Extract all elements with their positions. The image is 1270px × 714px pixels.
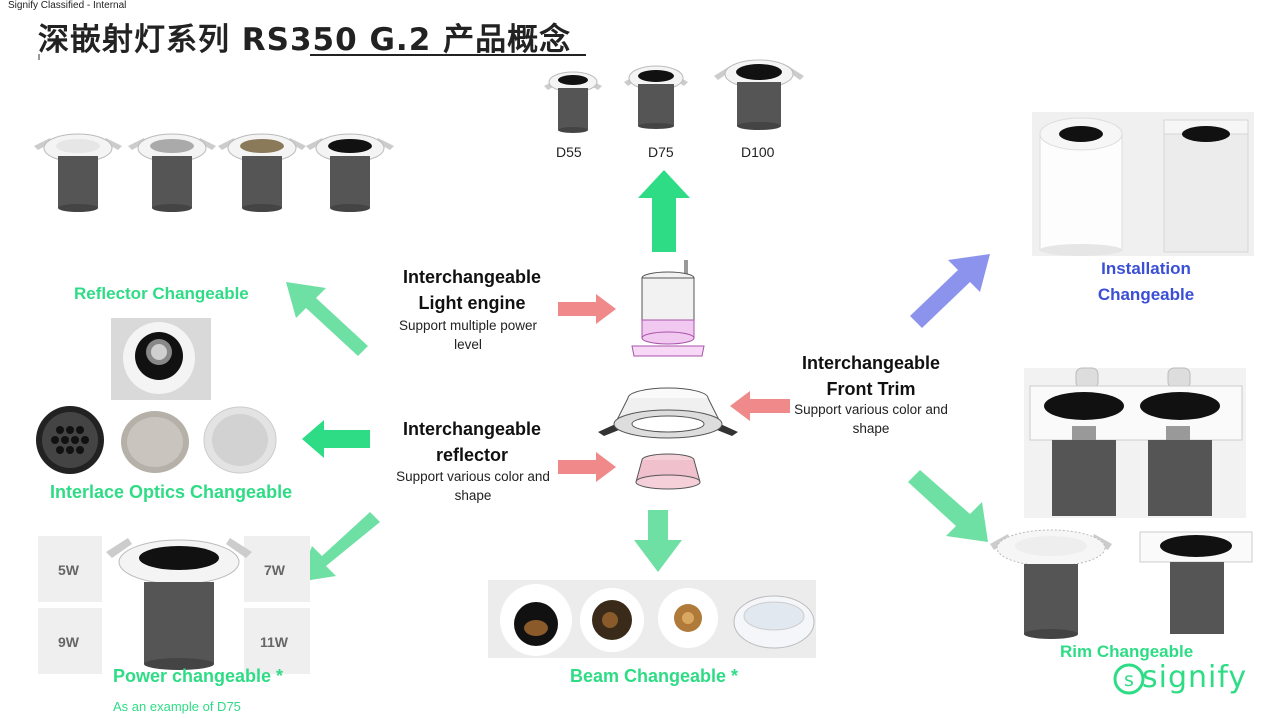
light-engine-desc-line1: Support multiple power: [398, 318, 538, 333]
arrow-up-icon: [638, 170, 690, 252]
front-trim-title-line2: Front Trim: [826, 379, 916, 399]
installation-panel: [1032, 112, 1254, 256]
watt-label-9w: 9W: [58, 634, 79, 650]
reflector-variant-images: [34, 133, 394, 212]
optic-honeycomb-disc: [36, 406, 104, 474]
reflector-variant-gold: [218, 133, 306, 212]
reflector-variant-black: [306, 133, 394, 212]
reflector-description: Support various color and shape: [386, 467, 560, 505]
power-cell-7w: 7W: [244, 536, 310, 602]
title-tick: [38, 54, 40, 60]
power-cell-9w: 9W: [38, 608, 102, 674]
signify-logo-text: signify: [1142, 660, 1248, 695]
classification-label: Signify Classified - Internal: [8, 0, 127, 11]
rim-variant-images: [990, 529, 1253, 639]
watt-label-7w: 7W: [264, 562, 285, 578]
arrow-left-front-trim-icon: [730, 391, 790, 421]
beam-variant-2: [580, 588, 644, 652]
arrow-left-icon: [302, 420, 370, 458]
arrow-up-right-icon: [910, 254, 990, 328]
surface-square-image: [1163, 119, 1249, 253]
interlace-optics-label: Interlace Optics Changeable: [50, 482, 293, 502]
reflector-desc-line2: shape: [454, 488, 492, 503]
downlight-d75-image: [624, 65, 688, 129]
reflector-title: Interchangeable reflector: [382, 416, 562, 468]
reflector-variant-silver: [128, 133, 216, 212]
front-trim-image: [598, 387, 738, 439]
watt-label-5w: 5W: [58, 562, 79, 578]
title-underline: [310, 54, 586, 56]
reflector-closeup-image: [123, 322, 195, 394]
signify-logo-mark: s: [1113, 663, 1145, 695]
power-cell-11w: 11W: [244, 608, 310, 674]
front-trim-desc-line2: shape: [852, 421, 890, 436]
size-label-d55: D55: [556, 144, 582, 160]
rim-changeable-label: Rim Changeable: [1060, 642, 1194, 661]
optic-prismatic-disc: [203, 406, 277, 474]
beam-panel: [488, 580, 816, 658]
svg-text:s: s: [1124, 669, 1134, 691]
installation-label-line2: Changeable: [1097, 285, 1195, 304]
front-trim-title-line1: Interchangeable: [801, 353, 941, 373]
reflector-closeup-panel: [111, 318, 211, 400]
arrow-up-left-icon: [286, 282, 368, 356]
installation-changeable-label: Installation Changeable: [1076, 256, 1216, 308]
installation-variant-images: [1039, 117, 1249, 256]
beam-variant-4: [733, 595, 815, 649]
power-example-note: As an example of D75: [113, 699, 241, 714]
optic-mesh-disc: [121, 411, 189, 473]
light-engine-desc-line2: level: [454, 337, 482, 352]
interlace-optics-images: [36, 406, 277, 474]
light-engine-description: Support multiple power level: [382, 316, 554, 354]
beam-variant-3: [658, 588, 718, 648]
power-changeable-label: Power changeable *: [113, 666, 284, 686]
light-engine-title-line2: Light engine: [418, 293, 526, 313]
arrow-down-left-icon: [298, 512, 380, 582]
reflector-desc-line1: Support various color and: [396, 469, 550, 484]
power-cell-5w: 5W: [38, 536, 102, 602]
rim-square-image: [1139, 531, 1253, 634]
power-downlight-image: [106, 538, 252, 670]
downlight-d55-image: [544, 71, 602, 133]
light-engine-image: [631, 260, 705, 357]
rim-round-beaded-image: [990, 529, 1112, 639]
size-variant-images: [544, 59, 804, 133]
arrow-down-right-icon: [908, 470, 988, 542]
beam-changeable-label: Beam Changeable *: [570, 666, 739, 686]
front-trim-description: Support various color and shape: [784, 400, 958, 438]
front-trim-desc-line1: Support various color and: [794, 402, 948, 417]
size-label-d100: D100: [741, 144, 775, 160]
light-engine-title-line1: Interchangeable: [402, 267, 542, 287]
arrow-right-light-engine-icon: [558, 294, 616, 324]
size-label-d75: D75: [648, 144, 674, 160]
beam-variant-1: [500, 584, 572, 656]
rim-double-panel: [1024, 367, 1246, 518]
arrow-right-reflector-icon: [558, 452, 616, 482]
reflector-changeable-label: Reflector Changeable: [74, 284, 249, 303]
surface-cylinder-image: [1039, 117, 1123, 256]
watt-label-11w: 11W: [260, 634, 289, 650]
reflector-variant-white: [34, 133, 122, 212]
reflector-title-line1: Interchangeable: [402, 419, 542, 439]
arrow-down-icon: [634, 510, 682, 572]
reflector-title-line2: reflector: [435, 445, 509, 465]
installation-label-line1: Installation: [1101, 259, 1191, 278]
beam-variant-images: [500, 584, 815, 656]
page-title: 深嵌射灯系列 RS350 G.2 产品概念: [38, 22, 572, 58]
rim-double-downlight-image: [1029, 367, 1243, 516]
reflector-part-image: [635, 453, 701, 490]
light-engine-title: Interchangeable Light engine: [382, 264, 562, 316]
downlight-d100-image: [714, 59, 804, 130]
front-trim-title: Interchangeable Front Trim: [784, 350, 958, 402]
